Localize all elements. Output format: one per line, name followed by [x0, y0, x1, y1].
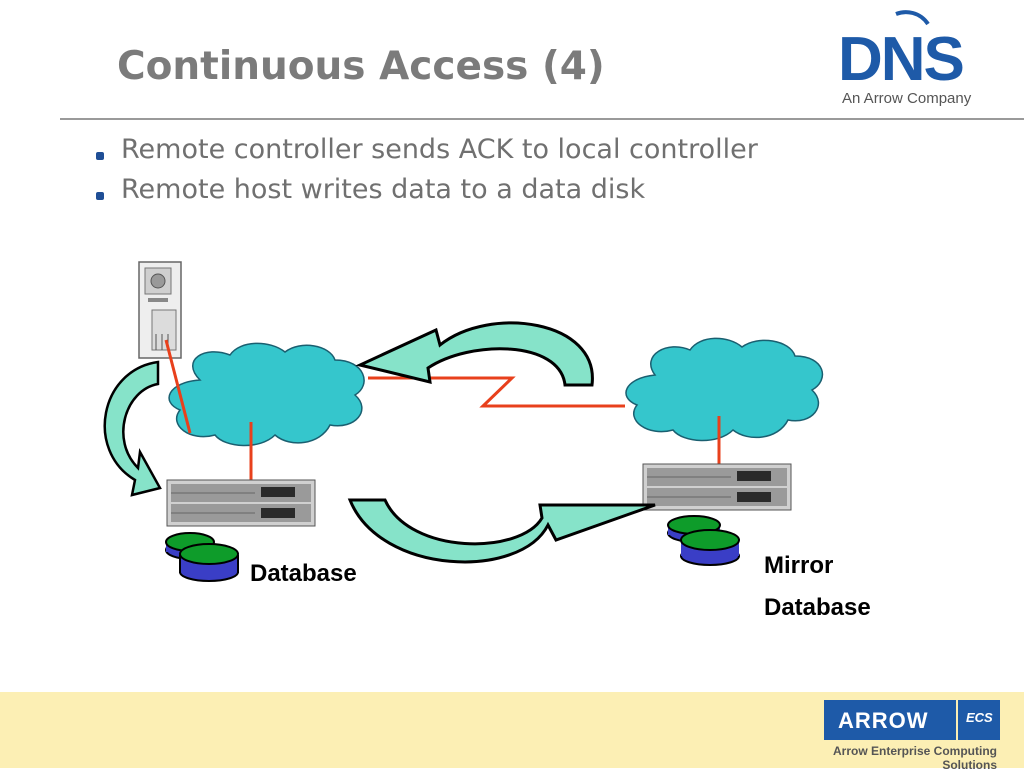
dns-logo-subtitle: An Arrow Company [842, 90, 972, 107]
dns-logo: DNS An Arrow Company [838, 10, 972, 107]
ack-curved-arrow-icon [355, 321, 594, 387]
remote-network-cloud-icon [625, 337, 824, 442]
database-label: Database [250, 560, 357, 587]
database-disk-icon [165, 532, 239, 582]
title-divider [60, 118, 1024, 120]
network-links [164, 339, 721, 482]
mirror-label-line2: Database [764, 594, 871, 621]
mirror-database-disk-icon [667, 515, 740, 566]
bullet-text: Remote controller sends ACK to local con… [121, 134, 758, 165]
bullet-icon [96, 152, 104, 160]
host-write-arrow-icon [103, 360, 162, 497]
remote-storage-array-icon [642, 463, 792, 511]
slide-title: Continuous Access (4) [117, 44, 605, 89]
local-network-cloud-icon [168, 342, 365, 447]
replication-diagram [103, 261, 824, 582]
host-server-icon [138, 261, 182, 359]
dns-logo-text: DNS [838, 25, 963, 94]
ecs-badge-text: ECS [966, 710, 993, 725]
bullet-item: Remote host writes data to a data disk [92, 170, 758, 210]
bullet-text: Remote host writes data to a data disk [121, 174, 646, 205]
bullet-item: Remote controller sends ACK to local con… [92, 130, 758, 170]
bullet-list: Remote controller sends ACK to local con… [92, 130, 758, 210]
arrow-logo-text: ARROW [838, 708, 929, 733]
local-storage-array-icon [166, 479, 316, 527]
arrow-ecs-logo: ARROW ECS [824, 700, 1000, 740]
bullet-icon [96, 192, 104, 200]
mirror-label-line1: Mirror [764, 552, 834, 579]
mirror-curved-arrow-icon [347, 498, 656, 564]
